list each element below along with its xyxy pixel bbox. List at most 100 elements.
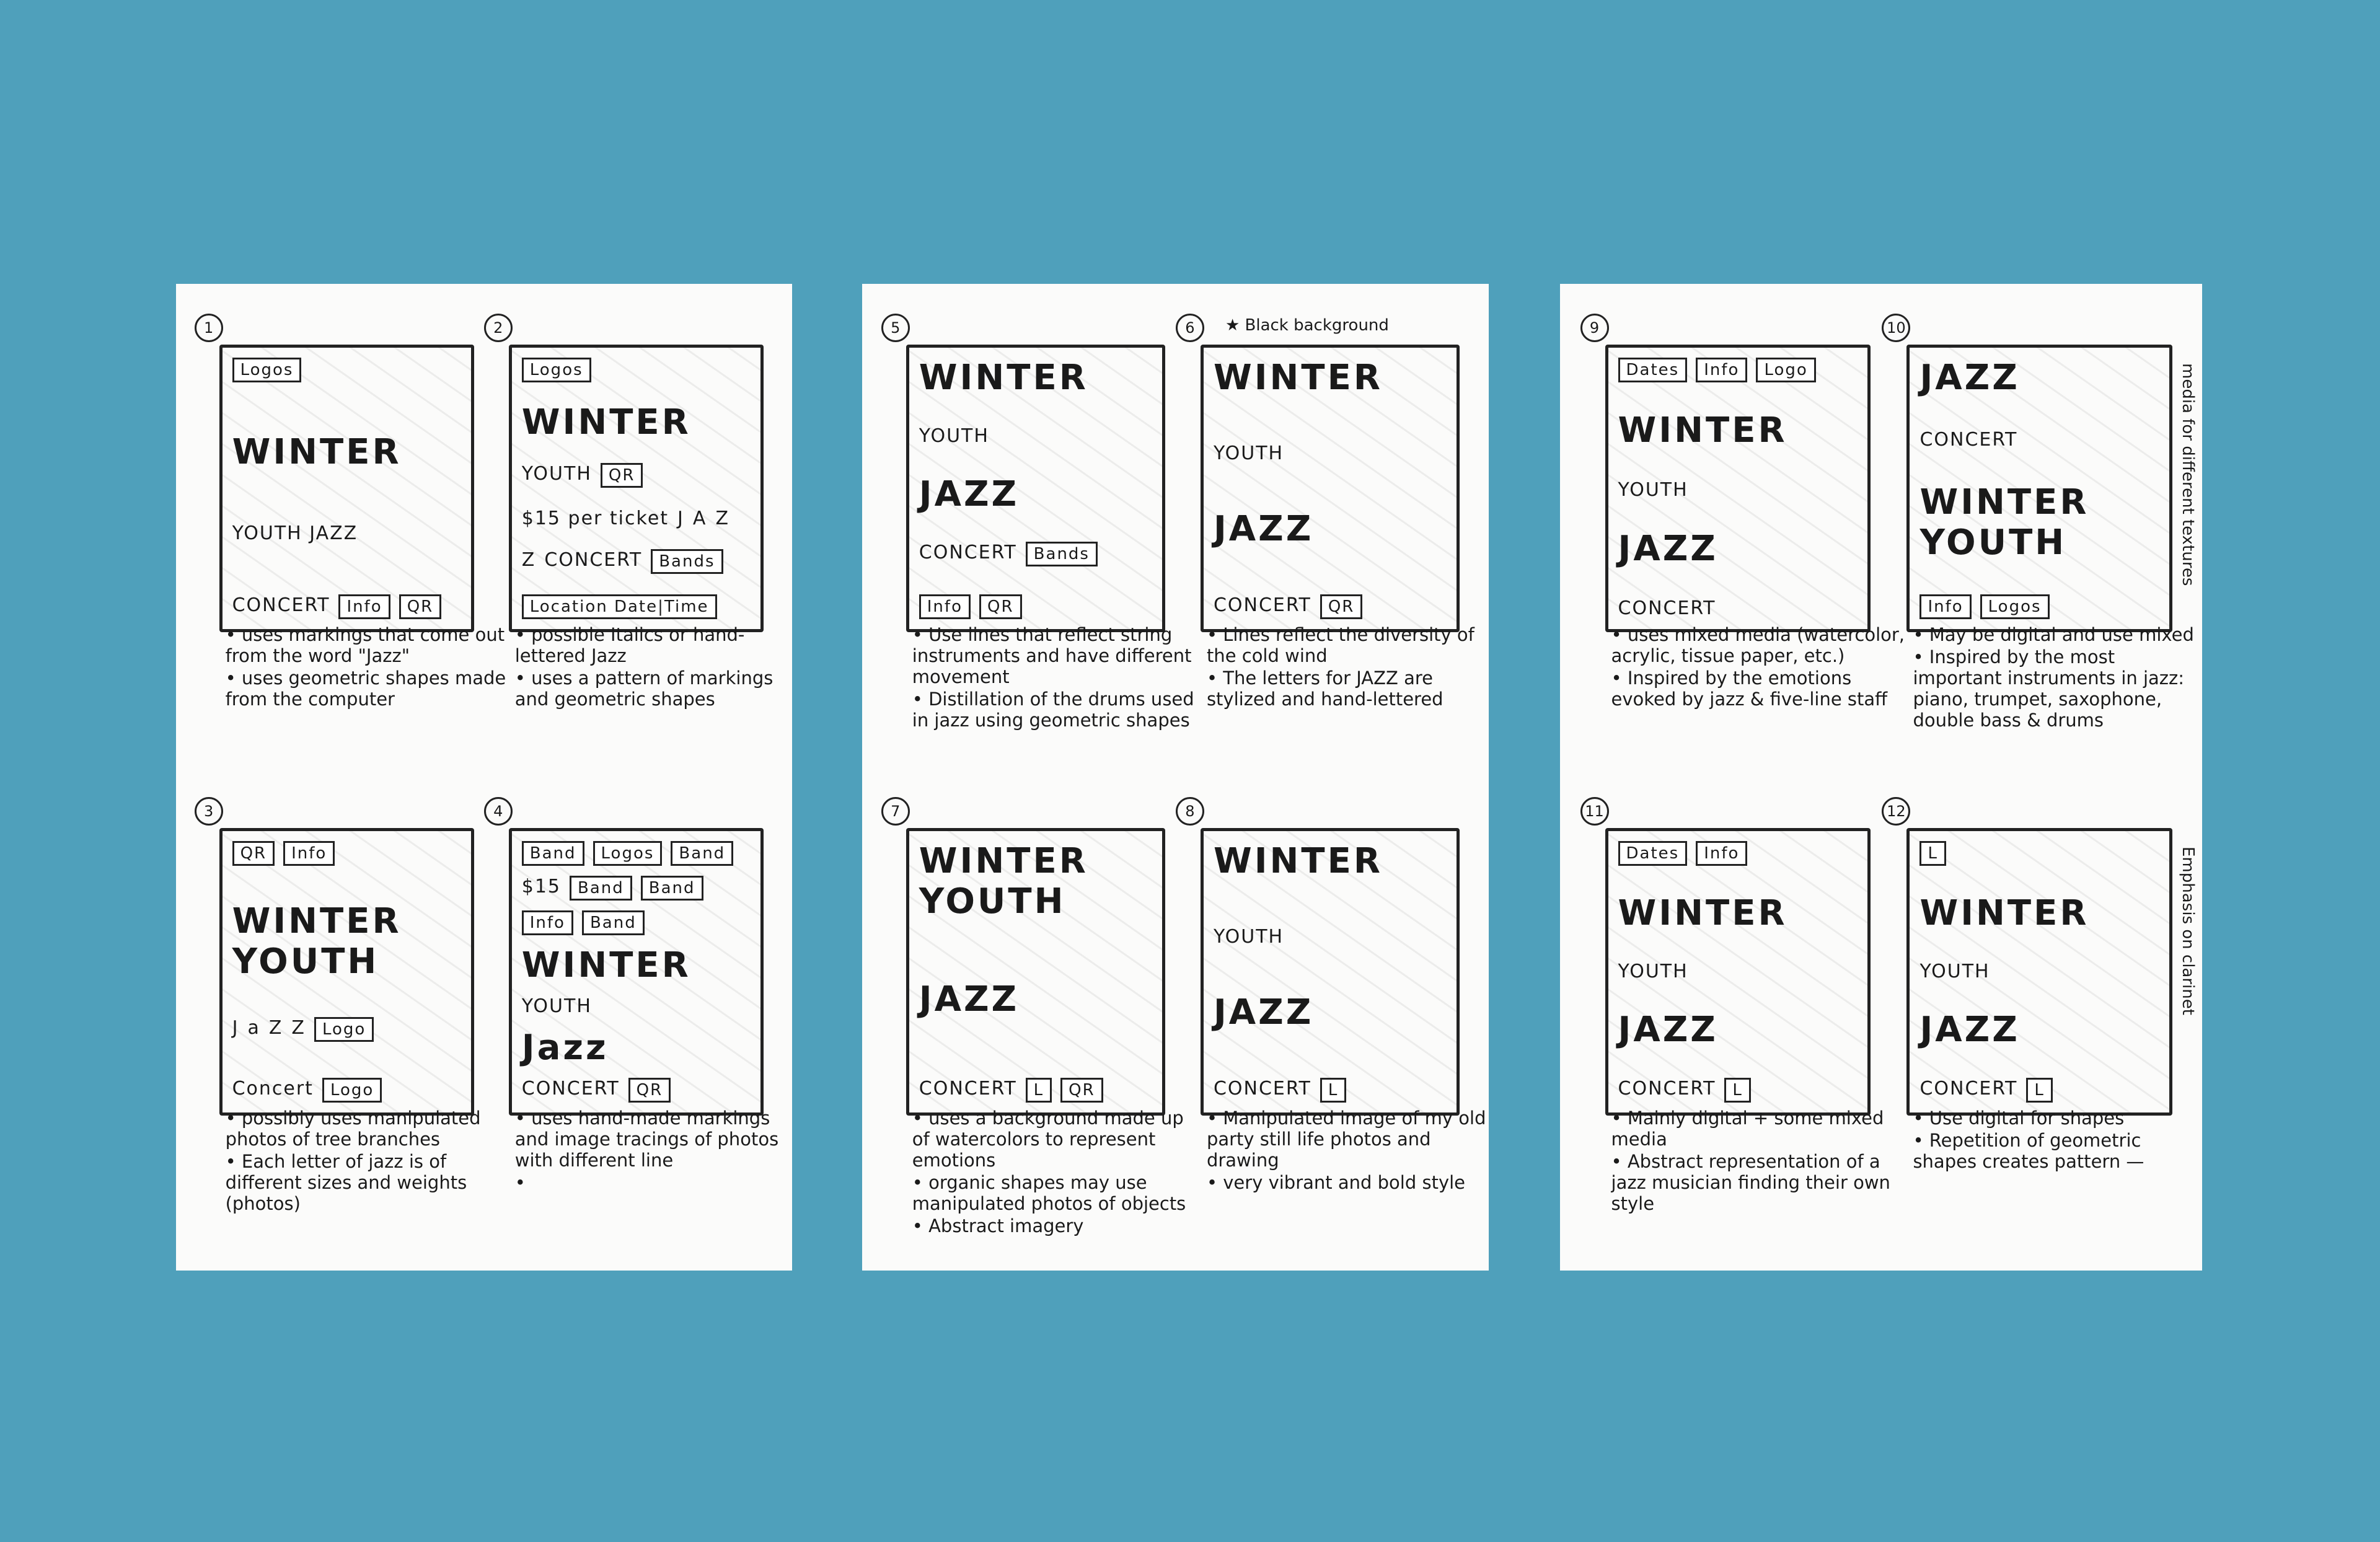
poster-label: JAZZ — [1618, 1010, 1718, 1051]
poster-label: WINTER YOUTH — [232, 901, 402, 982]
poster-label: WINTER YOUTH — [919, 840, 1088, 922]
side-note: media for different textures — [2178, 363, 2197, 586]
note-line: • — [514, 1172, 526, 1194]
sketch-number: 2 — [483, 313, 513, 342]
poster-label: J — [677, 507, 684, 529]
poster-label: Z — [268, 1017, 283, 1039]
sketch-notes: • uses hand-made markings and image trac… — [515, 1108, 792, 1194]
poster-label: J — [232, 1017, 239, 1039]
poster-label: YOUTH — [521, 462, 592, 485]
poster-label: WINTER — [1618, 410, 1787, 451]
note-line: • The letters for JAZZ are stylized and … — [1206, 667, 1443, 710]
poster-label: $15 per ticket — [521, 507, 669, 529]
sketch-number: 4 — [483, 796, 513, 826]
poster-label: YOUTH — [1213, 926, 1284, 948]
poster-label: $15 — [521, 875, 562, 897]
poster-label: Info — [283, 840, 335, 866]
sketch-number: 7 — [881, 796, 910, 826]
note-line: • uses geometric shapes made from the co… — [225, 667, 506, 710]
note-line: • uses a background made up of watercolo… — [912, 1108, 1184, 1171]
poster-label: CONCERT — [1213, 594, 1311, 616]
poster-label: Info — [521, 910, 573, 936]
poster-label: CONCERT — [544, 549, 643, 571]
poster-label: Z — [291, 1017, 306, 1039]
poster-label: WINTER — [521, 402, 691, 443]
note-line: • Abstract imagery — [912, 1215, 1084, 1237]
poster-label: YOUTH — [1213, 443, 1284, 465]
note-line: • Manipulated image of my old party stil… — [1206, 1108, 1486, 1171]
sketch-notes: • Manipulated image of my old party stil… — [1207, 1108, 1489, 1194]
poster-label: CONCERT — [1618, 1077, 1716, 1099]
note-line: • Inspired by the emotions evoked by jaz… — [1611, 667, 1888, 710]
sketch-notes: • Mainly digital + some mixed media• Abs… — [1611, 1108, 1907, 1215]
note-line: • Mainly digital + some mixed media — [1611, 1108, 1884, 1150]
poster-label: Bands — [1025, 542, 1098, 567]
sketch-notes: • possibly uses manipulated photos of tr… — [226, 1108, 509, 1215]
note-line: • Lines reflect the diversity of the col… — [1206, 624, 1474, 667]
poster-label: CONCERT — [919, 542, 1017, 564]
poster-label: L — [1919, 840, 1946, 866]
poster-label: Band — [581, 910, 645, 936]
poster-label: WINTER YOUTH — [1919, 482, 2089, 563]
sketch-number: 11 — [1580, 796, 1609, 826]
poster-label: Dates — [1618, 840, 1688, 866]
poster-label: Info — [1919, 594, 1972, 619]
note-line: • Use digital for shapes — [1913, 1108, 2125, 1129]
note-line: • possibly uses manipulated photos of tr… — [225, 1108, 481, 1150]
note-line: • Each letter of jazz is of different si… — [225, 1151, 467, 1215]
sketch-number: 3 — [194, 796, 223, 826]
poster-label: YOUTH — [1919, 961, 1990, 983]
poster-label: Logos — [232, 357, 302, 382]
poster-label: Logo — [322, 1077, 382, 1103]
poster-label: QR — [1060, 1077, 1103, 1103]
note-line: • uses mixed media (watercolor, acrylic,… — [1611, 624, 1905, 667]
sketch-number: 1 — [194, 313, 223, 342]
sketch-notes: • uses a background made up of watercolo… — [912, 1108, 1201, 1238]
note-line: • possible Italics or hand-lettered Jazz — [514, 624, 745, 667]
sketch-notes: • Use digital for shapes• Repetition of … — [1913, 1108, 2202, 1173]
poster-label: Concert — [232, 1077, 314, 1099]
poster-label: WINTER — [1213, 840, 1383, 881]
sketch-number: 8 — [1175, 796, 1204, 826]
poster-label: YOUTH — [521, 995, 592, 1018]
poster-thumbnail: WINTER YOUTH JAZZ CONCERT L — [1200, 827, 1460, 1116]
note-line: • very vibrant and bold style — [1206, 1172, 1466, 1194]
poster-label: QR — [979, 594, 1022, 619]
poster-label: Z — [521, 549, 536, 571]
poster-label: Logos — [1980, 594, 2050, 619]
poster-label: Band — [521, 840, 584, 866]
sketch-notes: • Lines reflect the diversity of the col… — [1207, 624, 1489, 711]
poster-label: YOUTH — [919, 425, 989, 447]
poster-label: JAZZ — [1213, 509, 1314, 550]
poster-label: CONCERT — [521, 1077, 620, 1099]
poster-label: WINTER — [521, 945, 691, 986]
poster-label: WINTER — [1213, 357, 1383, 398]
poster-label: CONCERT — [1213, 1077, 1311, 1099]
note-line: • Abstract representation of a jazz musi… — [1611, 1151, 1890, 1215]
sketch-annotation: ★ Black background — [1225, 315, 1389, 335]
poster-label: CONCERT — [1919, 1077, 2018, 1099]
sketch-notes: • May be digital and use mixed• Inspired… — [1913, 624, 2202, 732]
poster-label: CONCERT — [1919, 429, 2018, 451]
note-line: • uses hand-made markings and image trac… — [514, 1108, 779, 1171]
poster-label: JAZZ — [1213, 992, 1314, 1033]
poster-label: WINTER — [1919, 893, 2089, 934]
poster-label: Logo — [314, 1017, 374, 1042]
poster-label: L — [1320, 1077, 1347, 1103]
